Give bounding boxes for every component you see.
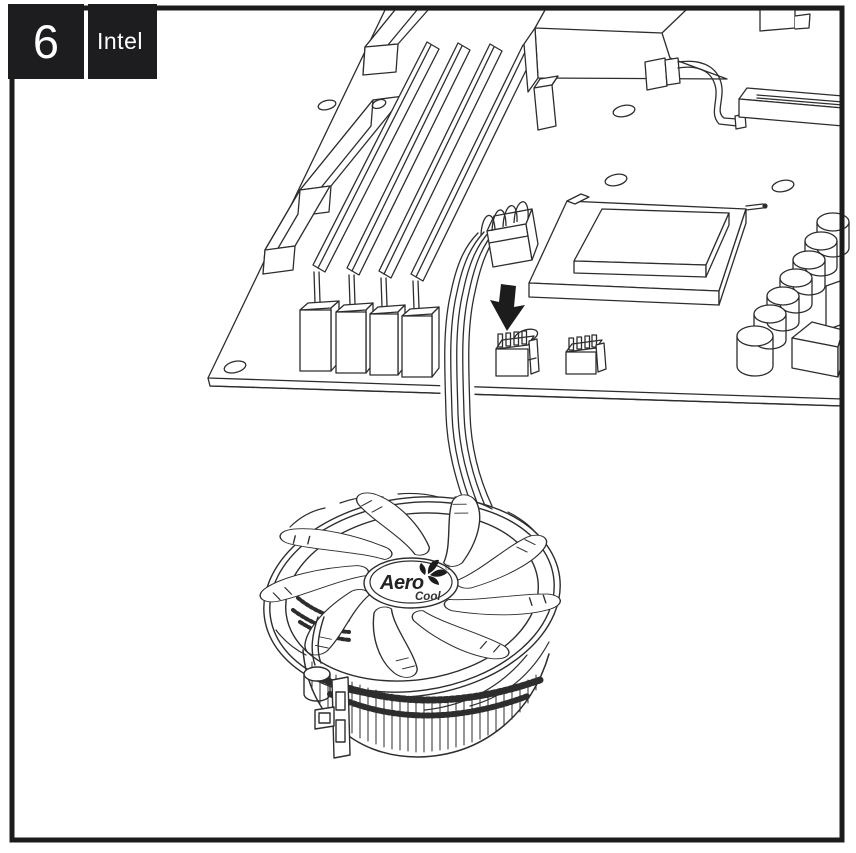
cpu-socket bbox=[528, 193, 768, 306]
logo-registered-mark: ® bbox=[445, 564, 451, 572]
capacitor bbox=[766, 286, 800, 332]
fan-connector-plug bbox=[480, 201, 539, 268]
mounting-clip bbox=[303, 616, 351, 759]
right-edge-components bbox=[791, 242, 844, 378]
heatsink-fins bbox=[302, 641, 550, 758]
step-number-box: 6 bbox=[8, 4, 84, 79]
fan-cable bbox=[439, 214, 507, 527]
capacitor bbox=[779, 268, 813, 314]
top-corner-connector bbox=[759, 9, 811, 32]
step-number: 6 bbox=[32, 15, 60, 68]
platform-label-box: Intel bbox=[88, 4, 157, 79]
capacitor bbox=[753, 304, 787, 350]
pcie-slot-bar bbox=[738, 87, 844, 127]
ram-modules bbox=[299, 41, 536, 378]
logo-text-aero: Aero bbox=[379, 572, 424, 594]
platform-label: Intel bbox=[97, 28, 143, 54]
expansion-slot bbox=[262, 95, 405, 275]
sys-fan-header bbox=[565, 334, 607, 375]
down-arrow-icon bbox=[490, 284, 525, 331]
capacitors bbox=[736, 212, 850, 377]
page-frame bbox=[9, 5, 845, 843]
small-connector bbox=[533, 75, 559, 131]
aerocool-logo: Aero Cool ® bbox=[379, 559, 451, 603]
capacitor bbox=[792, 250, 826, 296]
atx-connector-box bbox=[362, 9, 429, 76]
logo-text-cool: Cool bbox=[415, 591, 441, 603]
cpu-fan-header bbox=[495, 330, 540, 377]
edge-blocks bbox=[299, 300, 440, 378]
capacitor bbox=[736, 325, 774, 377]
fan-pinwheel-icon bbox=[419, 559, 447, 585]
motherboard-drawing bbox=[207, 9, 850, 407]
cpu-cooler-drawing: Aero Cool ® bbox=[256, 491, 566, 759]
wire-loops bbox=[480, 201, 529, 236]
retention-clip-ribbon bbox=[644, 57, 747, 130]
